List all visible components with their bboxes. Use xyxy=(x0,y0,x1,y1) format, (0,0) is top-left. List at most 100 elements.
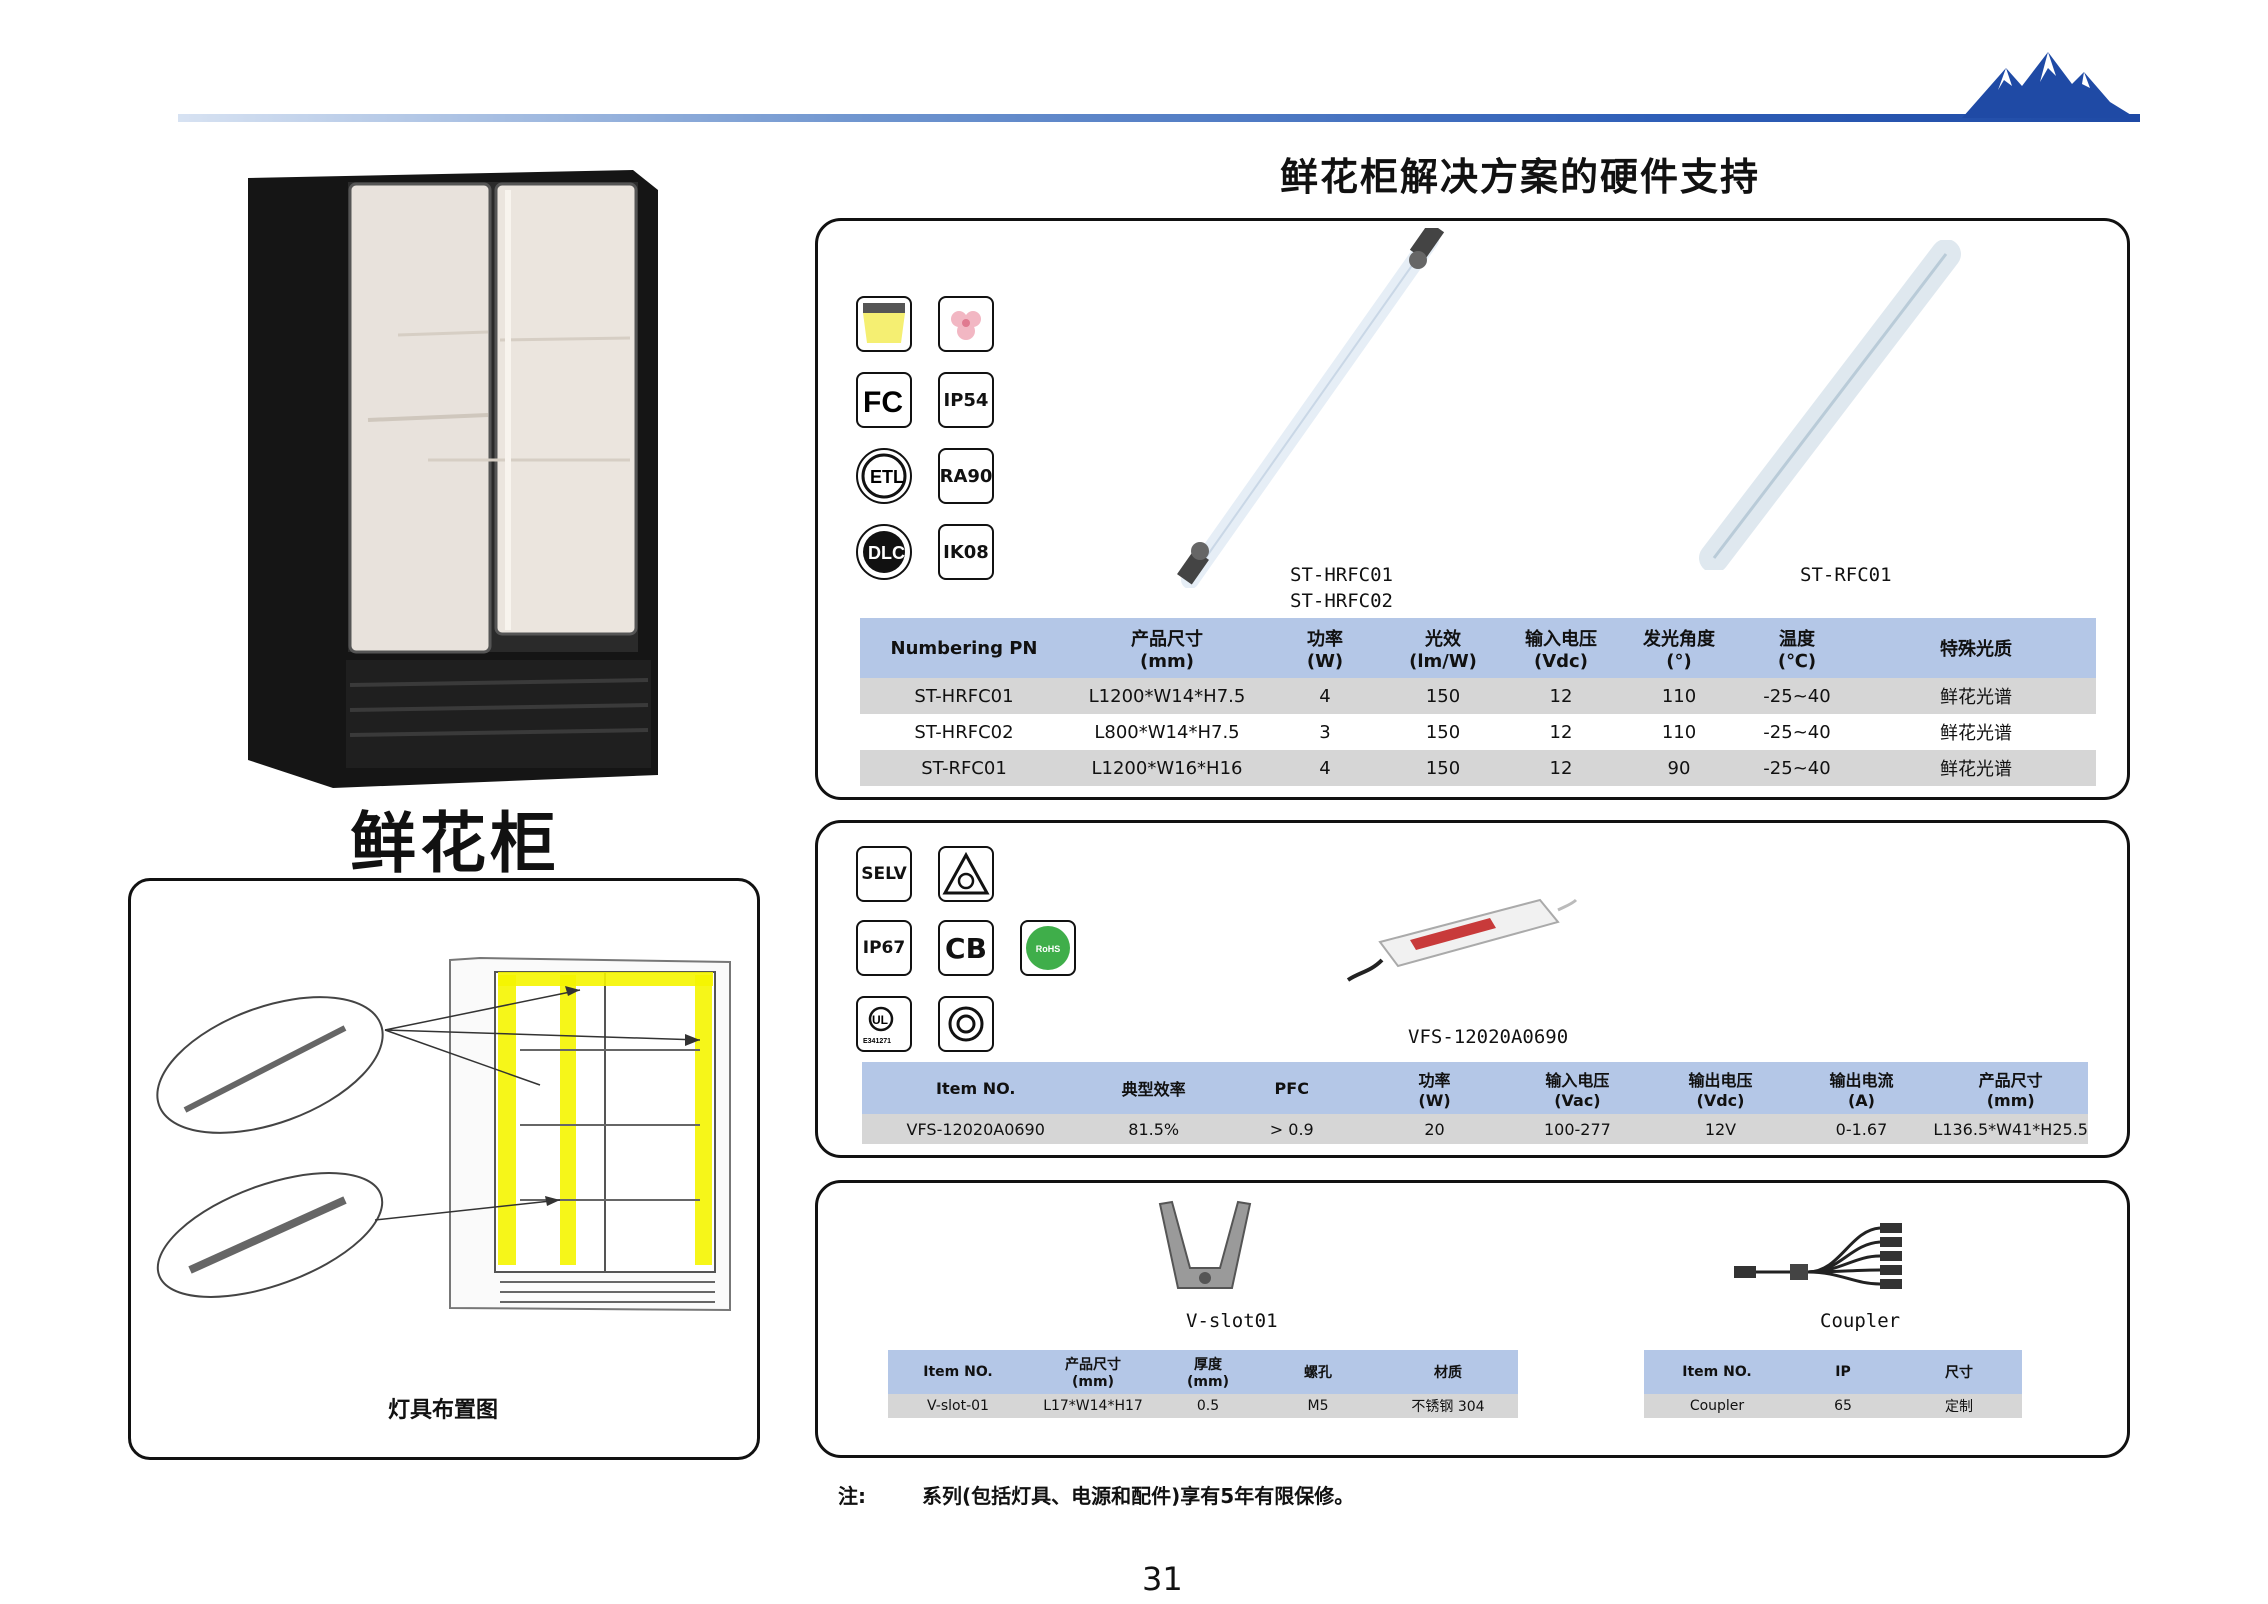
table-header: Item NO. xyxy=(888,1350,1028,1394)
st-hrfc-strip-image xyxy=(1177,228,1445,588)
table-row: VFS-12020A0690 81.5% > 0.9 20 100-277 12… xyxy=(862,1114,2088,1144)
rcm-icon xyxy=(938,846,994,902)
table-header: 输入电压(Vac) xyxy=(1503,1062,1652,1114)
table-cell: 100-277 xyxy=(1503,1114,1652,1144)
svg-text:FC: FC xyxy=(863,386,903,419)
driver-image xyxy=(1346,898,1578,982)
table-header: 输入电压(Vdc) xyxy=(1502,618,1620,678)
v-slot-spec-table: Item NO. 产品尺寸(mm) 厚度(mm) 螺孔 材质 V-slot-01… xyxy=(888,1350,1518,1418)
table-cell: 0.5 xyxy=(1158,1394,1258,1418)
table-cell: 4 xyxy=(1266,678,1384,714)
double-insulation-icon xyxy=(938,996,994,1052)
svg-text:UL: UL xyxy=(872,1013,888,1027)
table-row: ST-HRFC02 L800*W14*H7.5 3 150 12 110 -25… xyxy=(860,714,2096,750)
table-header: 光效(lm/W) xyxy=(1384,618,1502,678)
header-rule xyxy=(178,114,2140,122)
rohs-icon: RoHS xyxy=(1020,920,1076,976)
v-slot-bracket-image xyxy=(1158,1200,1252,1289)
layout-caption: 灯具布置图 xyxy=(388,1398,499,1423)
table-cell: ST-HRFC02 xyxy=(860,714,1068,750)
table-cell: -25~40 xyxy=(1738,750,1856,786)
table-header: PFC xyxy=(1217,1062,1366,1114)
table-cell: L1200*W16*H16 xyxy=(1068,750,1266,786)
table-header: Item NO. xyxy=(1644,1350,1790,1394)
product-label-st-hrfc01: ST-HRFC01 xyxy=(1290,564,1393,586)
table-cell: M5 xyxy=(1258,1394,1378,1418)
table-header: 功率(W) xyxy=(1266,618,1384,678)
table-header: 厚度(mm) xyxy=(1158,1350,1258,1394)
svg-text:E341271: E341271 xyxy=(863,1038,891,1045)
table-header: 温度(℃) xyxy=(1738,618,1856,678)
note-label: 注: xyxy=(838,1484,866,1508)
table-cell: 65 xyxy=(1790,1394,1896,1418)
table-cell: 定制 xyxy=(1896,1394,2022,1418)
coupler-image xyxy=(1734,1223,1902,1289)
flower-cabinet-image xyxy=(248,170,658,788)
fcc-icon: FC xyxy=(856,372,912,428)
table-header: 功率(W) xyxy=(1365,1062,1504,1114)
table-header: Item NO. xyxy=(862,1062,1090,1114)
table-cell: 81.5% xyxy=(1089,1114,1218,1144)
product-label-vfs: VFS-12020A0690 xyxy=(1408,1026,1569,1048)
table-header: 输出电压(Vdc) xyxy=(1651,1062,1790,1114)
product-name: 鲜花柜 xyxy=(350,805,560,882)
product-label-st-hrfc02: ST-HRFC02 xyxy=(1290,590,1393,612)
table-cell: 鲜花光谱 xyxy=(1856,678,2096,714)
driver-spec-table: Item NO. 典型效率 PFC 功率(W) 输入电压(Vac) 输出电压(V… xyxy=(862,1062,2088,1144)
table-header: 典型效率 xyxy=(1089,1062,1218,1114)
table-cell: 0-1.67 xyxy=(1789,1114,1934,1144)
table-row: ST-HRFC01 L1200*W14*H7.5 4 150 12 110 -2… xyxy=(860,678,2096,714)
ip54-badge: IP54 xyxy=(938,372,994,428)
table-cell: 90 xyxy=(1620,750,1738,786)
table-cell: ST-RFC01 xyxy=(860,750,1068,786)
table-cell: 鲜花光谱 xyxy=(1856,750,2096,786)
product-label-v-slot: V-slot01 xyxy=(1186,1310,1278,1332)
table-cell: 鲜花光谱 xyxy=(1856,714,2096,750)
dlc-icon: DLC xyxy=(856,524,912,580)
table-cell: Coupler xyxy=(1644,1394,1790,1418)
table-cell: 20 xyxy=(1365,1114,1504,1144)
ip67-badge: IP67 xyxy=(856,920,912,976)
table-header: 产品尺寸(mm) xyxy=(1068,618,1266,678)
light-layout-diagram xyxy=(156,956,731,1312)
led-strip-panel xyxy=(815,218,2130,800)
svg-text:DLC: DLC xyxy=(868,543,905,563)
page-title: 鲜花柜解决方案的硬件支持 xyxy=(1280,155,1761,199)
table-header: 材质 xyxy=(1378,1350,1518,1394)
table-row: ST-RFC01 L1200*W16*H16 4 150 12 90 -25~4… xyxy=(860,750,2096,786)
table-cell: 3 xyxy=(1266,714,1384,750)
table-header: 发光角度(°) xyxy=(1620,618,1738,678)
table-header: 产品尺寸(mm) xyxy=(1933,1062,2088,1114)
table-cell: L17*W14*H17 xyxy=(1028,1394,1158,1418)
page-number: 31 xyxy=(1142,1560,1183,1598)
table-cell: 12 xyxy=(1502,750,1620,786)
table-cell: 150 xyxy=(1384,714,1502,750)
table-cell: ST-HRFC01 xyxy=(860,678,1068,714)
table-cell: 12 xyxy=(1502,714,1620,750)
table-row: Coupler 65 定制 xyxy=(1644,1394,2022,1418)
table-header: 螺孔 xyxy=(1258,1350,1378,1394)
product-label-st-rfc01: ST-RFC01 xyxy=(1800,564,1892,586)
table-header: 产品尺寸(mm) xyxy=(1028,1350,1158,1394)
product-label-coupler: Coupler xyxy=(1820,1310,1901,1332)
table-cell: -25~40 xyxy=(1738,714,1856,750)
table-row: V-slot-01 L17*W14*H17 0.5 M5 不锈钢 304 xyxy=(888,1394,1518,1418)
ul-icon: UL E341271 xyxy=(856,996,912,1052)
table-cell: 12V xyxy=(1651,1114,1790,1144)
table-header: 尺寸 xyxy=(1896,1350,2022,1394)
table-cell: 110 xyxy=(1620,714,1738,750)
etl-icon: ETL xyxy=(856,448,912,504)
warranty-note: 系列(包括灯具、电源和配件)享有5年有限保修。 xyxy=(922,1484,1355,1508)
table-cell: V-slot-01 xyxy=(888,1394,1028,1418)
driver-panel xyxy=(815,820,2130,1158)
accessories-panel xyxy=(815,1180,2130,1458)
ra90-badge: RA90 xyxy=(938,448,994,504)
table-cell: L136.5*W41*H25.5 xyxy=(1933,1114,2088,1144)
selv-badge: SELV xyxy=(856,846,912,902)
table-cell: > 0.9 xyxy=(1217,1114,1366,1144)
table-cell: VFS-12020A0690 xyxy=(862,1114,1090,1144)
flower-spectrum-icon xyxy=(938,296,994,352)
cb-badge: CB xyxy=(938,920,994,976)
ik08-badge: IK08 xyxy=(938,524,994,580)
table-header: Numbering PN xyxy=(860,618,1068,678)
